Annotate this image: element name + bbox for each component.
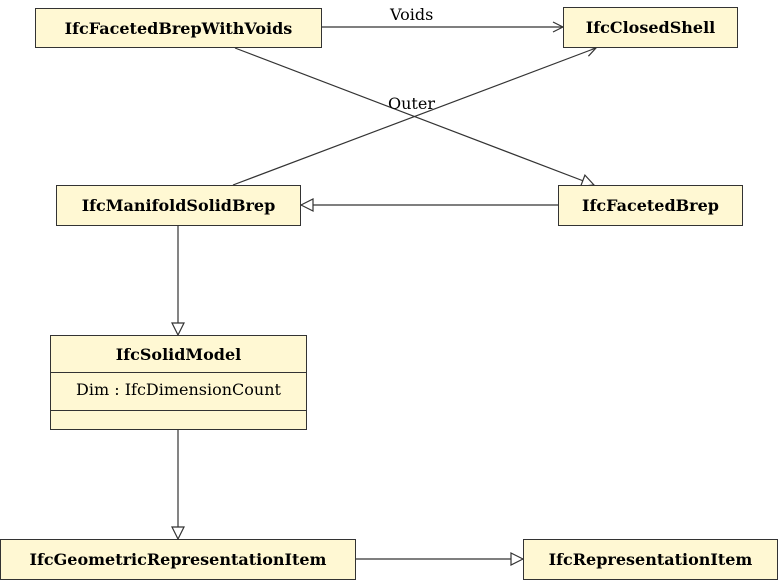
class-name: IfcFacetedBrepWithVoids <box>64 18 293 38</box>
class-ifcmanifoldsolidbrep[interactable]: IfcManifoldSolidBrep <box>56 185 301 226</box>
class-name: IfcSolidModel <box>115 344 242 364</box>
class-name: IfcFacetedBrep <box>582 196 719 215</box>
class-name: IfcClosedShell <box>585 18 716 37</box>
voids-association-label: Voids <box>390 5 434 24</box>
class-ifcfacetedbrepwithvoids[interactable]: IfcFacetedBrepWithVoids <box>35 8 322 48</box>
class-ifcsolidmodel[interactable]: IfcSolidModel Dim : IfcDimensionCount <box>50 335 307 430</box>
class-name: IfcManifoldSolidBrep <box>81 196 276 215</box>
compartment-divider <box>51 372 306 373</box>
class-ifcclosedshell[interactable]: IfcClosedShell <box>563 7 738 48</box>
class-ifcgeometricrepresentationitem[interactable]: IfcGeometricRepresentationItem <box>0 539 356 580</box>
class-attribute: Dim : IfcDimensionCount <box>76 380 281 399</box>
compartment-divider <box>51 410 306 411</box>
generalization-brepwithvoids-to-facetedbrep <box>234 47 594 185</box>
class-name: IfcGeometricRepresentationItem <box>29 550 327 569</box>
outer-association-label: Outer <box>388 94 435 113</box>
class-ifcrepresentationitem[interactable]: IfcRepresentationItem <box>523 539 778 580</box>
class-ifcfacetedbrep[interactable]: IfcFacetedBrep <box>558 185 743 226</box>
class-name: IfcRepresentationItem <box>548 550 753 569</box>
